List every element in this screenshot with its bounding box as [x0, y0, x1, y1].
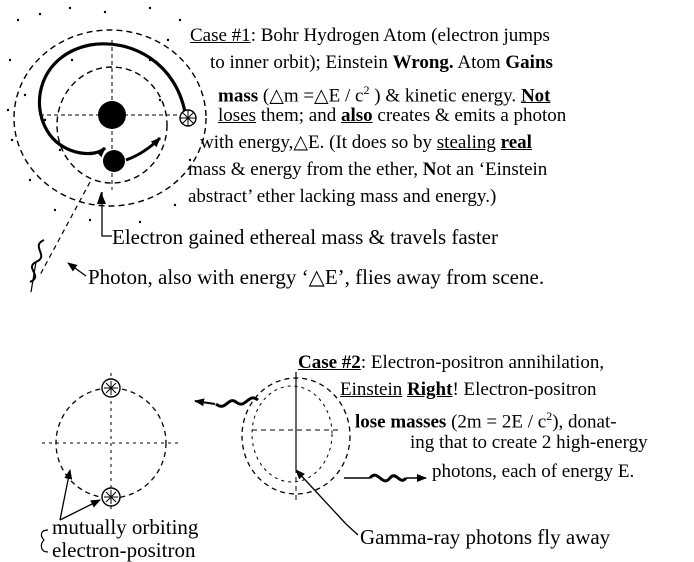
- photon-1-figure: [29, 181, 91, 293]
- gamma-label: Gamma-ray photons fly away: [360, 525, 611, 549]
- inner-orbit: [56, 66, 168, 184]
- case1-line-2: to inner orbit); Einstein Wrong. Atom Ga…: [210, 52, 553, 73]
- electron-inner: [103, 150, 125, 172]
- photon-label: Photon, also with energy ‘△E’, flies awa…: [88, 265, 545, 289]
- case1-line-6: mass & energy from the ether, Not an ‘Ei…: [188, 159, 548, 180]
- bohr-atom-figure: [6, 6, 207, 224]
- electron-particle: [101, 487, 121, 507]
- gamma-photon-right: [344, 473, 427, 483]
- case1-line-4: loses them; and also creates & emits a p…: [218, 105, 567, 126]
- case1-line-7: abstract’ ether lacking mass and energy.…: [188, 186, 497, 207]
- electron-jump-path: [37, 42, 188, 158]
- case1-line-5: with energy,△E. (It does so by stealing …: [200, 132, 532, 153]
- electron-label: Electron gained ethereal mass & travels …: [112, 225, 498, 249]
- case1-line-3: mass (△m =△E / c2 ) & kinetic energy. No…: [218, 83, 551, 107]
- outer-orbit: [13, 29, 207, 207]
- ether-dots: [6, 6, 192, 224]
- case2-line-3: lose masses (2m = 2E / c2), donat-: [355, 409, 617, 433]
- photon-label-leader: [67, 262, 87, 277]
- case2-line-4: ing that to create 2 high-energy: [410, 432, 648, 453]
- pair-label-brace: [40, 529, 49, 553]
- case2-line-5: photons, each of energy E.: [432, 461, 635, 482]
- photon-squiggle: [29, 239, 45, 283]
- gamma-photon-left: [194, 396, 259, 408]
- case1-label: Case #1: [190, 25, 251, 46]
- electron-outer: [179, 109, 197, 127]
- pair-label-line-1: mutually orbiting: [52, 515, 199, 539]
- pair-orbit-figure: [42, 373, 180, 513]
- case1-line-1: Case #1: Bohr Hydrogen Atom (electron ju…: [190, 25, 550, 46]
- electron-motion-arrow: [125, 136, 162, 162]
- case2-label: Case #2: [298, 352, 361, 373]
- electron-label-leader: [101, 192, 112, 237]
- pair-label-line-2: electron-positron: [52, 538, 196, 562]
- case2-line-1: Case #2: Electron-positron annihilation,: [298, 352, 605, 373]
- case2-line-2: Einstein Right! Electron-positron: [340, 379, 597, 400]
- positron-particle: [101, 378, 121, 398]
- nucleus: [98, 101, 126, 129]
- annihilation-figure: [241, 372, 351, 500]
